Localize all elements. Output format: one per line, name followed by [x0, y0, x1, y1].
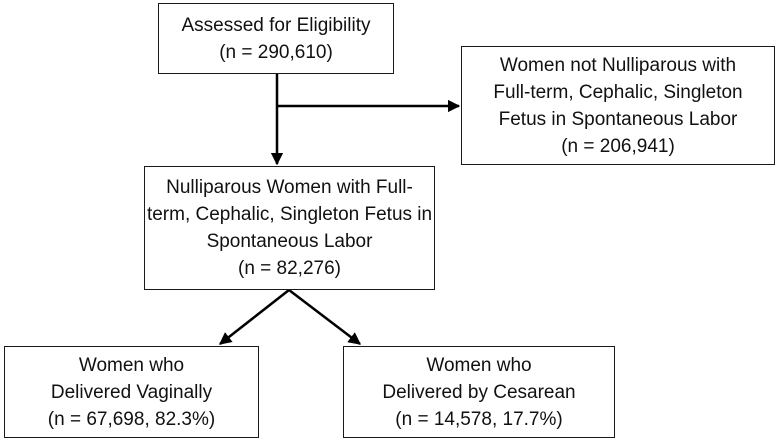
assessed-label: Assessed for Eligibility: [181, 14, 371, 36]
included-nulliparous-box: Nulliparous Women with Full- term, Cepha…: [144, 166, 435, 290]
cesarean-delivery-box: Women who Delivered by Cesarean (n = 14,…: [343, 346, 615, 438]
included-label-line-1: Nulliparous Women with Full-: [166, 177, 413, 198]
included-label-line-2: term, Cephalic, Singleton Fetus in: [146, 204, 433, 225]
vaginal-label-line-1: Women who: [78, 354, 185, 376]
cesarean-label-line-1: Women who: [426, 354, 532, 376]
arrow-included-to-cesarean: [288, 289, 361, 345]
excluded-count: (n = 206,941): [561, 135, 675, 157]
cesarean-label-line-2: Delivered by Cesarean: [382, 381, 576, 403]
assessed-count: (n = 290,610): [219, 41, 333, 63]
vaginal-label-line-2: Delivered Vaginally: [50, 381, 213, 403]
vaginal-delivery-box: Women who Delivered Vaginally (n = 67,69…: [4, 346, 259, 438]
excluded-label-line-2: Full-term, Cephalic, Singleton: [493, 81, 743, 103]
included-label-line-3: Spontaneous Labor: [206, 231, 373, 252]
excluded-women-box: Women not Nulliparous with Full-term, Ce…: [461, 46, 775, 165]
cesarean-count: (n = 14,578, 17.7%): [395, 408, 563, 430]
assessed-eligibility-box: Assessed for Eligibility (n = 290,610): [158, 3, 394, 74]
arrow-included-to-vaginal: [219, 289, 290, 345]
vaginal-count: (n = 67,698, 82.3%): [47, 408, 216, 430]
excluded-label-line-1: Women not Nulliparous with: [499, 54, 737, 76]
included-count: (n = 82,276): [238, 258, 341, 279]
excluded-label-line-3: Fetus in Spontaneous Labor: [498, 108, 738, 130]
